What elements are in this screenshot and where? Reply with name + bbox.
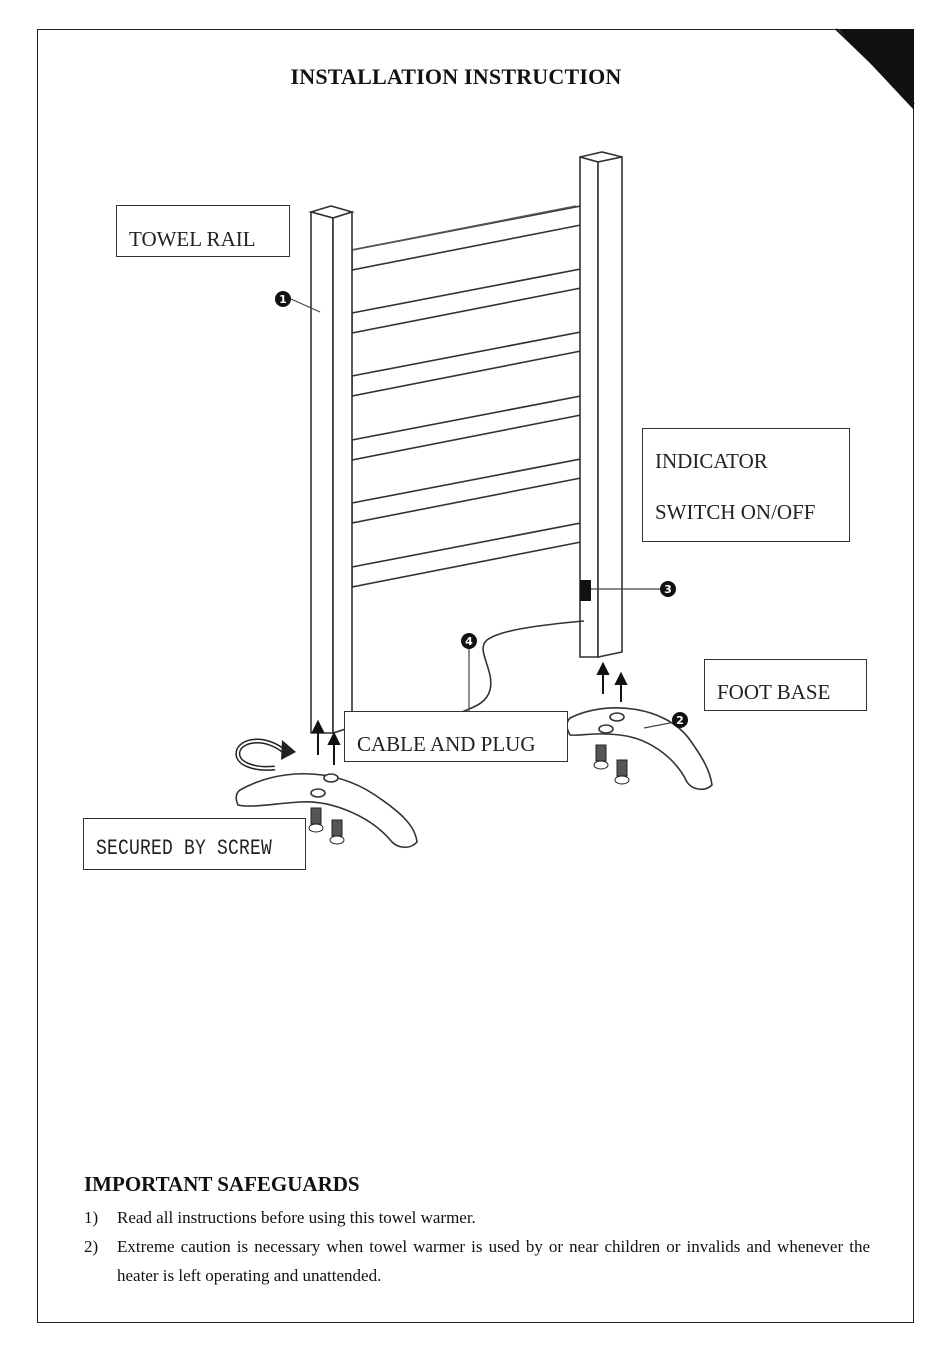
safeguard-item: 1) Read all instructions before using th… [84,1203,870,1232]
svg-text:1: 1 [279,293,287,306]
left-foot-base [235,773,418,849]
svg-text:2: 2 [676,714,684,727]
svg-text:4: 4 [465,635,473,648]
rail-bars [351,204,587,588]
switch-block [580,580,591,601]
safeguard-text: Extreme caution is necessary when towel … [117,1237,870,1285]
switch-text: SWITCH ON/OFF [655,500,816,524]
left-post [308,205,355,735]
indicator-switch-label: INDICATOR SWITCH ON/OFF [642,428,850,542]
right-post [579,151,623,658]
right-foot-base [566,707,713,791]
cable-and-plug-text: CABLE AND PLUG [357,732,536,756]
power-cable [461,620,585,713]
callout-4: 4 [461,633,477,649]
foot-base-text: FOOT BASE [717,680,831,704]
safeguard-number: 1) [84,1208,99,1227]
cable-and-plug-label: CABLE AND PLUG [344,711,568,762]
important-safeguards: IMPORTANT SAFEGUARDS 1) Read all instruc… [84,1172,870,1290]
safeguard-item: 2) Extreme caution is necessary when tow… [84,1232,870,1290]
secured-by-screw-text: SECURED BY SCREW [96,836,273,862]
callout-3: 3 [660,581,676,597]
towel-rail-label: TOWEL RAIL [116,205,290,257]
corner-tab-decoration [835,28,915,110]
safeguard-text: Read all instructions before using this … [117,1208,476,1227]
indicator-text: INDICATOR [655,449,768,473]
callout-2: 2 [672,712,688,728]
secured-by-screw-label: SECURED BY SCREW [83,818,306,870]
safeguard-number: 2) [84,1237,99,1256]
page-title: INSTALLATION INSTRUCTION [290,64,622,89]
svg-text:3: 3 [664,583,672,596]
left-screws [308,807,345,845]
rotate-arrow-icon [235,738,296,771]
towel-rail-text: TOWEL RAIL [129,227,256,251]
callout-1: 1 [275,291,291,307]
right-screws [593,744,630,785]
safeguards-heading: IMPORTANT SAFEGUARDS [84,1172,360,1196]
assembly-arrows [311,661,628,765]
foot-base-label: FOOT BASE [704,659,867,711]
